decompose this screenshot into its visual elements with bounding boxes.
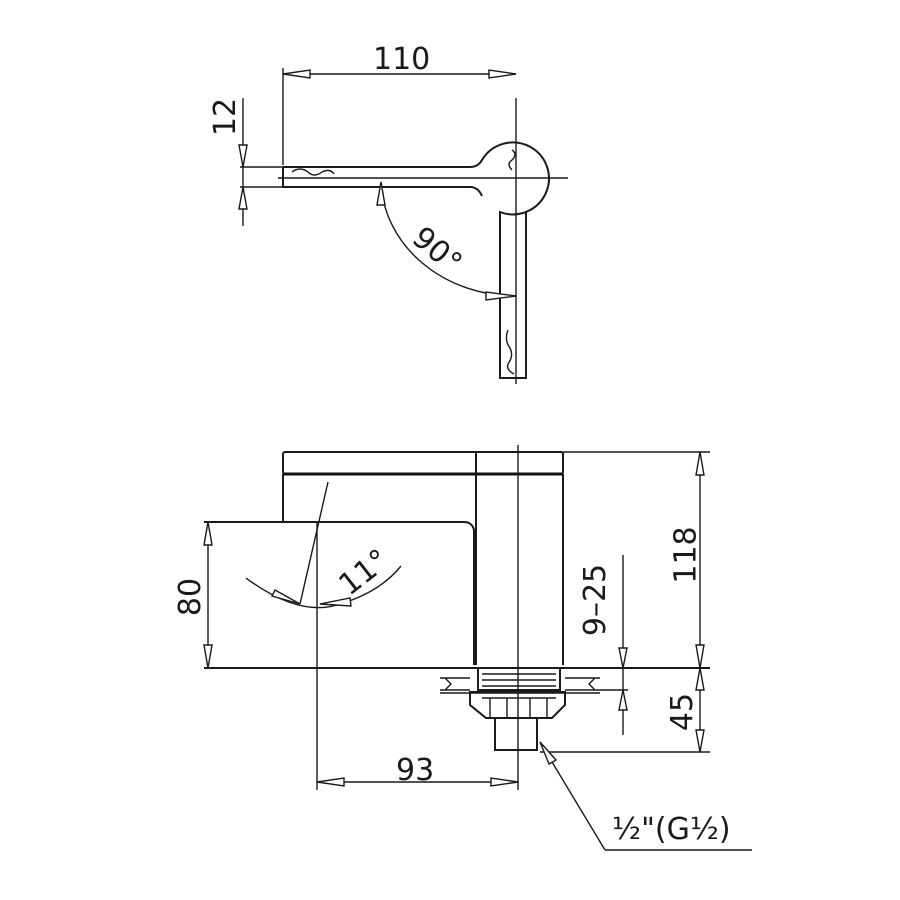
- top-view: [238, 68, 568, 384]
- dim-shank-45: 45: [665, 692, 701, 732]
- side-view: [203, 445, 752, 851]
- thread-label: ½"(G½): [612, 812, 731, 847]
- dim-thickness-12: 12: [208, 97, 244, 137]
- dim-spout-height-80: 80: [173, 577, 209, 617]
- dim-height-118: 118: [668, 526, 704, 584]
- dim-width-110: 110: [373, 42, 431, 77]
- dim-deck-thickness: 9–25: [578, 563, 614, 637]
- dim-reach-93: 93: [396, 753, 435, 788]
